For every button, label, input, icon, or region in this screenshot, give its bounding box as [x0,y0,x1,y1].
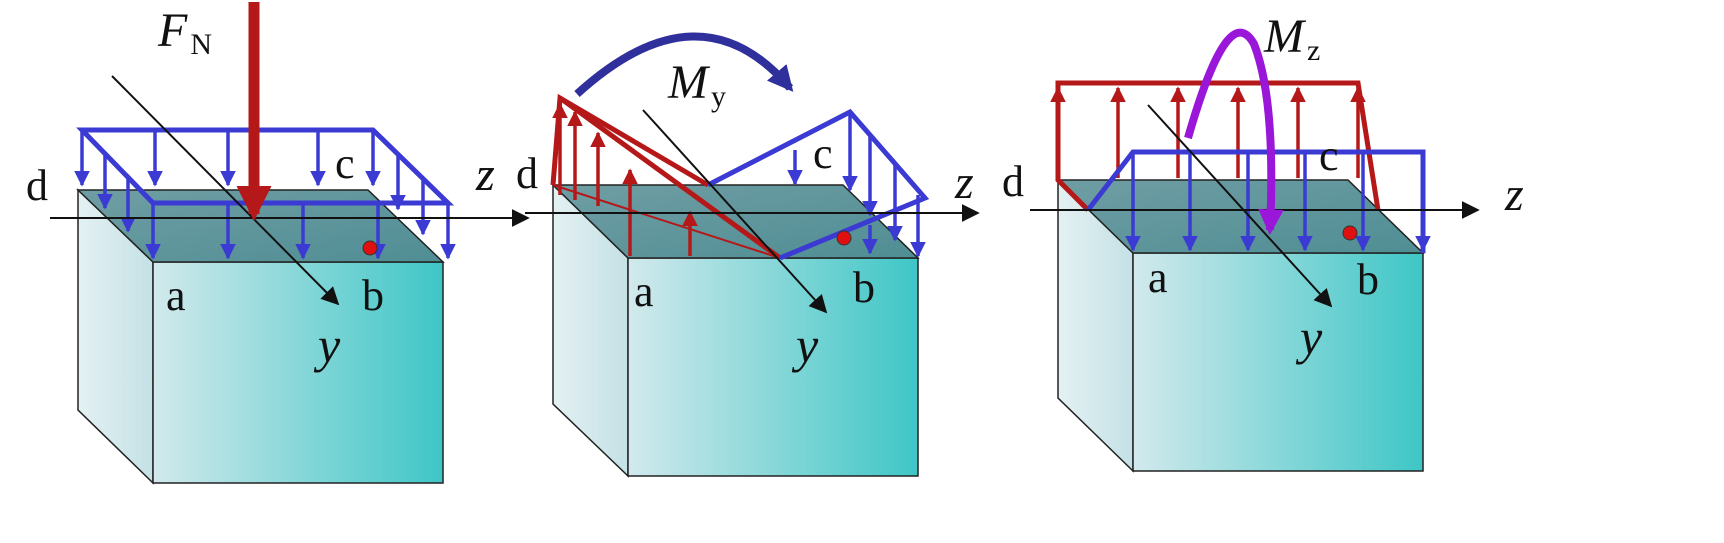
axis-label-z-left: z [475,148,495,201]
corner-label-a: a [1148,253,1168,302]
point-marker [362,240,378,256]
axis-label-y: y [1295,309,1323,365]
compression-diagram [1086,149,1431,253]
axis-label-z: z [475,148,495,201]
block-front-face [152,261,444,484]
axis-label-y: y [791,317,819,373]
block-front-face [1132,252,1424,472]
corner-label-b: b [362,271,384,320]
compression-arrows [74,130,456,260]
tension-diagram [1050,80,1381,212]
moment-z-arrow [1184,28,1284,236]
corner-label-d: d [516,149,538,198]
corner-label-b: b [1357,255,1379,304]
point-marker [1342,225,1358,241]
point-marker [836,230,852,246]
corner-label-a: a [166,271,186,320]
corner-label-c: c [1319,131,1339,180]
compression-diagram [706,108,930,261]
corner-label-c: c [335,139,355,188]
y-axis [642,109,828,314]
y-axis [1147,104,1333,308]
corner-label-c: c [813,129,833,178]
tension-diagram [550,93,782,261]
corner-label-a: a [634,267,654,316]
corner-label-b: b [853,263,875,312]
axis-label-z: z [954,156,974,209]
axis-label-y: y [313,317,341,373]
corner-label-d: d [26,161,48,210]
y-axis [111,75,340,306]
moment-y-arrow [574,32,794,97]
corner-label-d: d [1002,157,1024,206]
axis-label-z: z [1504,168,1524,221]
